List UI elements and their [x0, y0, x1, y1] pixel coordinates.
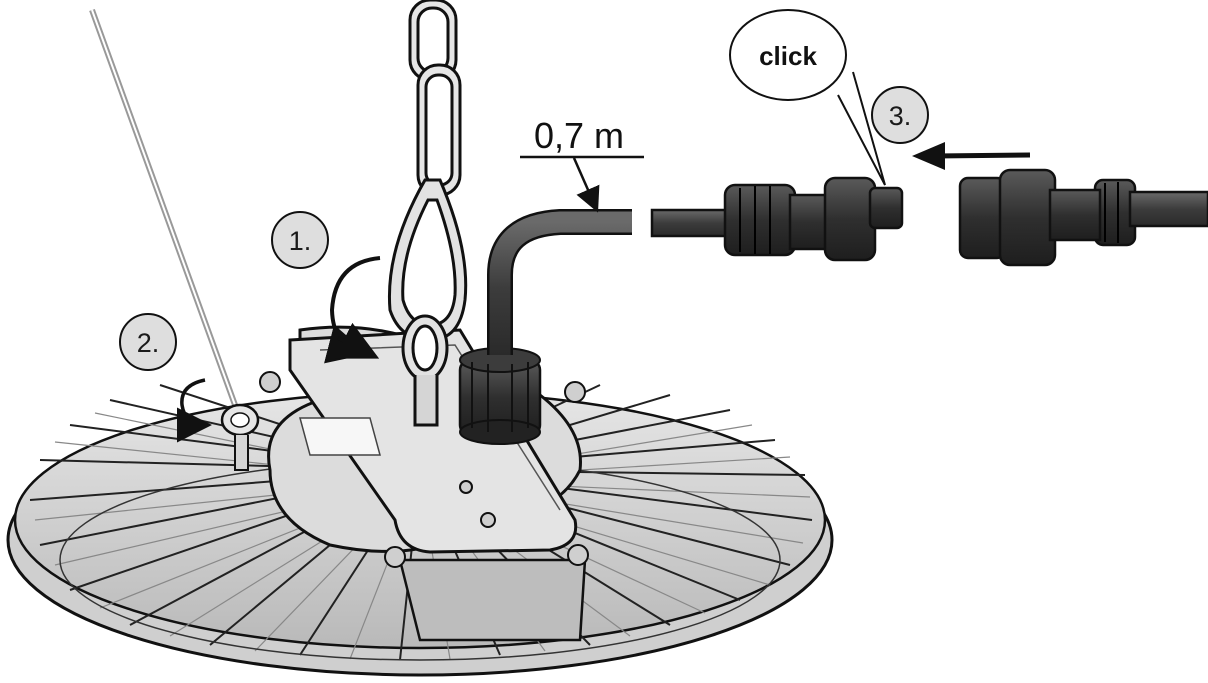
click-callout: click [729, 9, 886, 186]
rotate-arrow-2 [176, 378, 212, 443]
safety-chain [89, 8, 260, 471]
push-arrow [912, 142, 1031, 170]
step-badge-1: 1. [271, 211, 329, 269]
click-text: click [759, 41, 817, 71]
step-3-text: 3. [889, 101, 912, 131]
step-2-text: 2. [137, 328, 160, 358]
cable-gland [458, 347, 542, 445]
cable-length-label: 0,7 m [520, 115, 644, 213]
cable-segment [650, 208, 734, 238]
connector-male [723, 176, 904, 262]
cable-length-text: 0,7 m [534, 115, 624, 156]
slide-arrow [334, 322, 380, 359]
connector-female [958, 168, 1208, 267]
main-chain [387, 0, 468, 427]
step-badge-2: 2. [119, 313, 177, 371]
step-1-text: 1. [289, 226, 312, 256]
step-badge-3: 3. [871, 86, 929, 144]
